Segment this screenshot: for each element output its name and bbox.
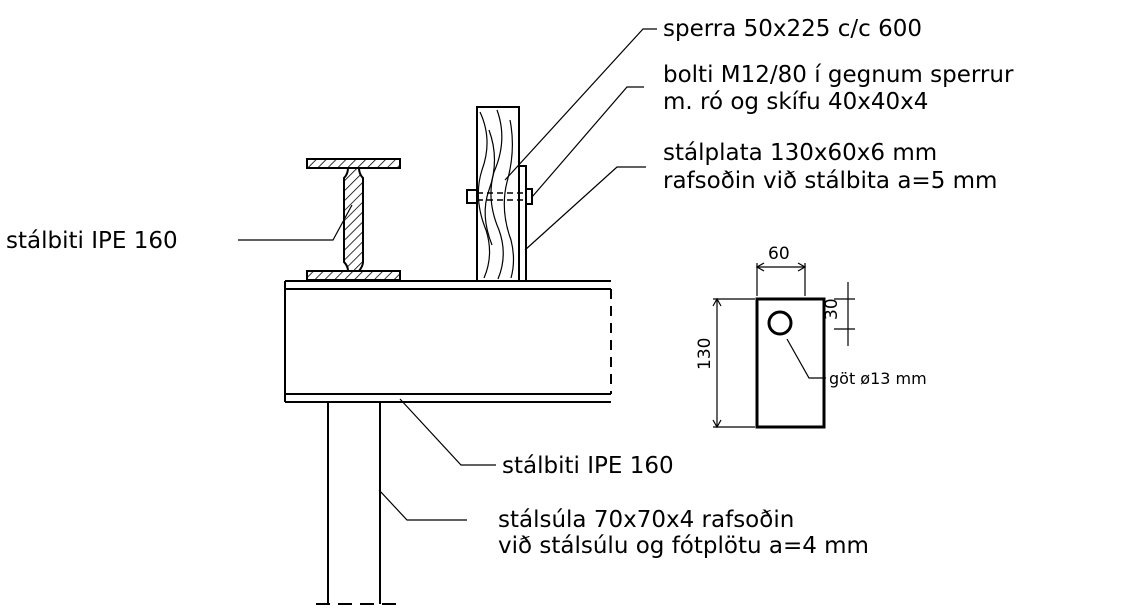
upper-beam-label: stálbiti IPE 160 [6, 228, 178, 254]
plate-detail [712, 262, 855, 429]
rafter [476, 106, 520, 282]
column-label-line1: stálsúla 70x70x4 rafsoðin [498, 507, 794, 533]
bolt-label-line2: m. ró og skífu 40x40x4 [663, 89, 928, 115]
plate-width-dim: 60 [768, 244, 790, 264]
leader-lines [238, 28, 826, 521]
plate-height-dim: 130 [695, 338, 715, 370]
plate-label-line2: rafsoðin við stálbita a=5 mm [663, 168, 997, 194]
rafter-label: sperra 50x225 c/c 600 [663, 16, 922, 42]
bolt [466, 188, 533, 205]
main-beam [284, 280, 612, 403]
bolt-label-line1: bolti M12/80 í gegnum sperrur [663, 62, 1014, 88]
hole-label: göt ø13 mm [829, 369, 927, 388]
steel-column [316, 402, 400, 605]
lower-beam-label: stálbiti IPE 160 [502, 453, 674, 479]
steel-plate [518, 165, 527, 282]
hole-offset-dim: 30 [822, 298, 842, 320]
plate-label-line1: stálplata 130x60x6 mm [663, 140, 937, 166]
ipe-section [306, 158, 401, 281]
column-label-line2: við stálsúlu og fótplötu a=4 mm [498, 533, 869, 559]
